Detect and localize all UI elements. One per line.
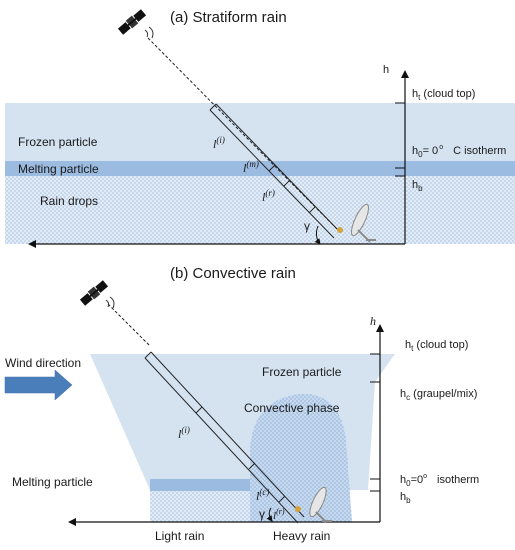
signal-waves-icon-b xyxy=(105,296,115,309)
l-i-label: l(i) xyxy=(213,135,225,151)
ground-antenna-icon xyxy=(337,203,376,243)
ht-label-b: ht (cloud top) xyxy=(405,339,468,353)
panel-b: (b) Convective rain Wind direction Froze… xyxy=(4,265,479,543)
wind-arrow-icon xyxy=(4,369,73,401)
path-segments-b xyxy=(144,351,305,524)
heavy-rain-label: Heavy rain xyxy=(273,529,330,543)
hb-label-b: hb xyxy=(400,491,411,505)
l-i-label-b: l(i) xyxy=(178,425,190,441)
ht-label: ht (cloud top) xyxy=(412,88,475,102)
melting-layer-b xyxy=(150,479,250,491)
hc-label-b: hc (graupel/mix) xyxy=(400,388,477,402)
frozen-particle-label-b: Frozen particle xyxy=(262,365,342,379)
wind-direction-label: Wind direction xyxy=(5,356,81,370)
ground-antenna-icon-b xyxy=(295,486,332,523)
slant-path-dashed-b xyxy=(107,303,151,347)
frozen-cloud xyxy=(90,354,395,490)
panel-a-title: (a) Stratiform rain xyxy=(170,9,287,26)
l-m-label: l(m) xyxy=(243,159,259,175)
signal-waves-icon xyxy=(144,26,154,39)
gamma-arc xyxy=(314,225,321,245)
slant-path-dashed xyxy=(147,37,339,231)
frozen-layer xyxy=(5,103,515,161)
light-rain-region xyxy=(150,491,250,522)
rain-layer xyxy=(5,176,515,244)
path-segments xyxy=(209,103,341,239)
l-c-label-b: l(c) xyxy=(256,487,269,503)
melting-layer xyxy=(5,161,515,176)
l-r-label-b: l(r) xyxy=(273,507,285,522)
frozen-particle-label: Frozen particle xyxy=(18,135,98,149)
convective-phase-label: Convective phase xyxy=(244,401,340,415)
panel-a: (a) Stratiform rain Frozen particle Melt… xyxy=(5,9,515,248)
gamma-label: γ xyxy=(304,219,310,233)
light-rain-label: Light rain xyxy=(155,529,204,543)
h-axis-label-b: h xyxy=(370,314,376,328)
h-axis-label: h xyxy=(383,64,389,76)
rain-drops-label: Rain drops xyxy=(40,194,98,208)
l-r-label: l(r) xyxy=(262,188,275,204)
gamma-label-b: γ xyxy=(259,507,265,521)
satellite-icon xyxy=(117,9,147,35)
melting-particle-label-b: Melting particle xyxy=(12,475,93,489)
hb-label: hb xyxy=(412,179,423,193)
satellite-icon-b xyxy=(79,280,109,306)
melting-particle-label: Melting particle xyxy=(18,162,99,176)
gamma-arc-b xyxy=(266,507,273,522)
panel-b-title: (b) Convective rain xyxy=(170,265,296,282)
